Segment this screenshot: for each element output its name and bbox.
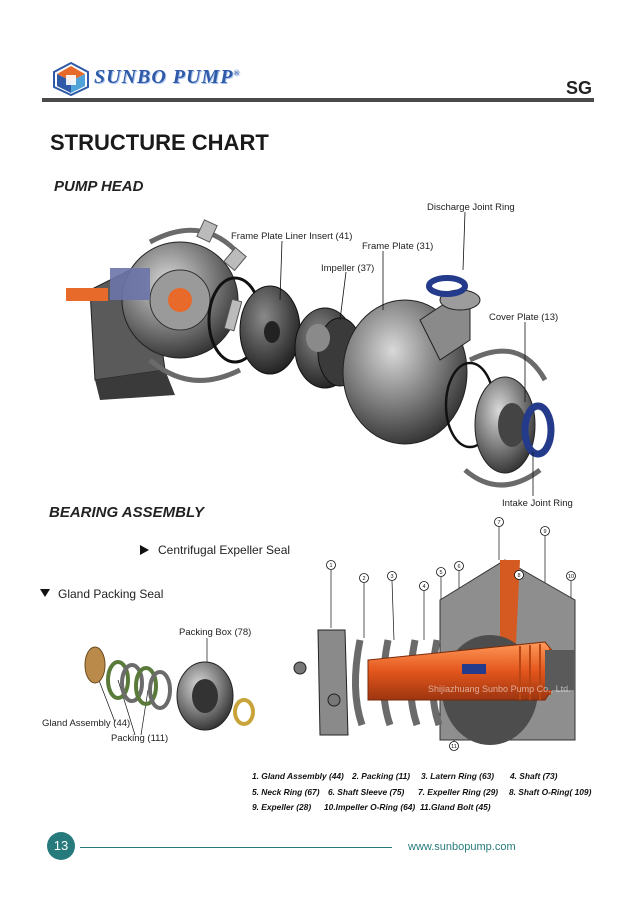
- gland-packing-seal-label: Gland Packing Seal: [58, 587, 164, 601]
- legend-item: 4. Shaft (73): [510, 771, 558, 781]
- callout-discharge-joint-ring: Discharge Joint Ring: [427, 202, 515, 213]
- header-rule: [42, 98, 594, 102]
- watermark: Shijiazhuang Sunbo Pump Co., Ltd.: [428, 684, 571, 694]
- legend-item: 2. Packing (11): [352, 771, 411, 781]
- legend-item: 11.Gland Bolt (45): [420, 802, 491, 812]
- triangle-down-icon: [40, 589, 50, 597]
- cover-plate: [474, 376, 536, 474]
- part-number: 9: [543, 529, 546, 535]
- shaft-end: [66, 288, 108, 301]
- callout-packing: Packing (111): [111, 733, 169, 744]
- frame-pedestal: [66, 241, 239, 400]
- impeller: [294, 307, 363, 389]
- part-number: 3: [390, 574, 393, 580]
- brand-name: SUNBO PUMP®: [94, 66, 241, 88]
- part-number: 11: [451, 744, 457, 750]
- website-link[interactable]: www.sunbopump.com: [408, 841, 516, 853]
- legend-item: 5. Neck Ring (67): [252, 787, 320, 797]
- part-number: 6: [457, 564, 460, 570]
- part-number: 8: [517, 573, 520, 579]
- page-title: STRUCTURE CHART: [50, 130, 269, 155]
- legend-item: 10.Impeller O-Ring (64): [324, 802, 416, 812]
- part-number: 2: [362, 576, 365, 582]
- legend-item: 8. Shaft O-Ring( 109): [509, 787, 592, 797]
- footer-rule: [80, 847, 392, 848]
- callout-frame-plate: Frame Plate (31): [362, 241, 434, 252]
- pump-head-heading: PUMP HEAD: [54, 178, 144, 195]
- bearing-assembly-illustration: [293, 527, 576, 745]
- triangle-right-icon: [140, 545, 149, 555]
- bearing-assembly-heading: BEARING ASSEMBLY: [49, 504, 205, 521]
- page-number: 13: [47, 832, 75, 860]
- part-number: 7: [497, 520, 500, 526]
- legend-item: 7. Expeller Ring (29): [418, 787, 499, 797]
- part-number: 1: [329, 563, 332, 569]
- legend-item: 1. Gland Assembly (44): [252, 771, 344, 781]
- part-number: 5: [439, 570, 442, 576]
- volute-casing: [342, 289, 481, 445]
- gland-packing-illustration: [84, 638, 255, 736]
- callout-frame-plate-liner-insert: Frame Plate Liner Insert (41): [231, 231, 353, 242]
- model-code: SG: [565, 78, 592, 98]
- part-number: 10: [568, 574, 574, 580]
- centrifugal-expeller-seal-label: Centrifugal Expeller Seal: [158, 543, 291, 557]
- hexagon-cube-logo-icon: [53, 62, 89, 96]
- callout-intake-joint-ring: Intake Joint Ring: [502, 498, 573, 509]
- part-number: 4: [422, 584, 425, 590]
- callout-packing-box: Packing Box (78): [179, 627, 252, 638]
- legend-item: 9. Expeller (28): [252, 802, 312, 812]
- callout-cover-plate: Cover Plate (13): [489, 312, 559, 323]
- callout-gland-assembly: Gland Assembly (44): [42, 718, 131, 729]
- legend-item: 6. Shaft Sleeve (75): [328, 787, 405, 797]
- legend-item: 3. Latern Ring (63): [421, 771, 495, 781]
- callout-impeller: Impeller (37): [321, 263, 375, 274]
